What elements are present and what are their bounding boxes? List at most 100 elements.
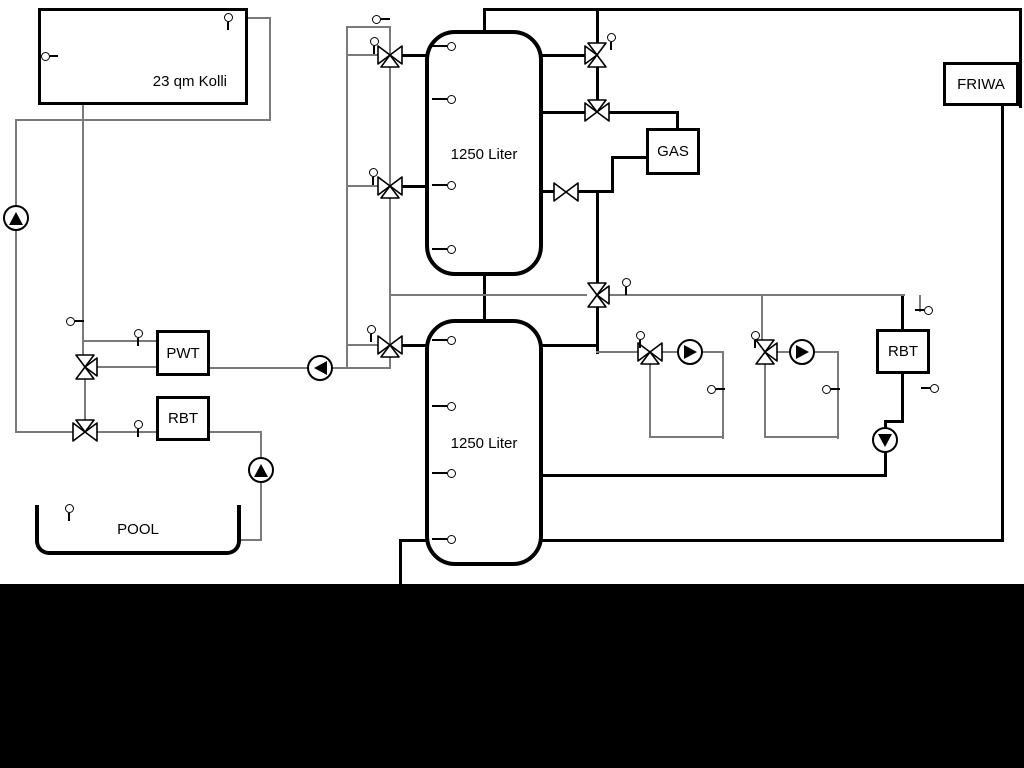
wire (84, 378, 86, 421)
buffer-tank-lower: 1250 Liter (425, 319, 543, 566)
wire (649, 436, 724, 438)
pipe (1019, 8, 1022, 108)
wire (764, 364, 766, 438)
sensor-stem (137, 429, 139, 437)
wire (260, 431, 262, 458)
wire (722, 351, 724, 439)
pwt-box: PWT (156, 330, 210, 376)
valve-heating-supply (584, 282, 610, 308)
valve-icon (553, 182, 579, 202)
buffer-tank-upper-label: 1250 Liter (450, 146, 518, 163)
pump-arrow-down-icon (878, 433, 892, 447)
friwa-label: FRIWA (957, 75, 1005, 93)
pipe (611, 156, 649, 159)
pipe (483, 274, 486, 321)
pool-pump (248, 457, 274, 483)
valve-icon (755, 339, 778, 365)
valve-icon (587, 282, 610, 308)
pipe (399, 539, 426, 542)
pipe (578, 190, 614, 193)
pipe (884, 420, 904, 423)
wire (919, 295, 921, 312)
temperature-sensor-icon (447, 402, 456, 411)
wire (596, 351, 639, 353)
pipe (1001, 105, 1004, 541)
sensor-stem (432, 45, 447, 47)
pipe (542, 111, 586, 114)
sensor-stem (432, 405, 447, 407)
pump-arrow-up-icon (254, 463, 268, 477)
pool-basin: POOL (35, 505, 241, 555)
pool-label: POOL (117, 521, 159, 538)
wire (662, 351, 678, 353)
wire (815, 351, 839, 353)
pipe (611, 156, 614, 193)
sensor-stem (50, 55, 58, 57)
valve-icon (377, 176, 403, 199)
valve-solar-return (72, 354, 98, 380)
temperature-sensor-icon (622, 278, 631, 287)
heating-circuit-1-pump (677, 339, 703, 365)
rbt-left-box: RBT (156, 396, 210, 441)
valve-icon (584, 99, 610, 122)
wire (260, 482, 262, 541)
pipe (542, 344, 599, 347)
wire (208, 431, 262, 433)
pipe (596, 67, 599, 101)
buffer-tank-upper: 1250 Liter (425, 30, 543, 276)
wire (96, 431, 158, 433)
wire (837, 351, 839, 439)
valve-icon (377, 335, 403, 358)
sensor-stem (639, 340, 641, 348)
temperature-sensor-icon (707, 385, 716, 394)
sensor-stem (137, 338, 139, 346)
wire (389, 294, 587, 296)
valve-icon (72, 419, 98, 442)
temperature-sensor-icon (369, 168, 378, 177)
sensor-stem (432, 98, 447, 100)
pipe (399, 539, 402, 585)
pwt-label: PWT (166, 344, 200, 362)
pipe (676, 111, 679, 130)
sensor-stem (831, 388, 840, 390)
pipe (542, 539, 1004, 542)
wire (346, 26, 391, 28)
temperature-sensor-icon (751, 331, 760, 340)
wire (239, 539, 262, 541)
pipe (884, 452, 887, 477)
sensor-stem (921, 387, 930, 389)
sensor-stem (610, 42, 612, 50)
valve-gas-return (553, 179, 579, 205)
sensor-stem (432, 472, 447, 474)
temperature-sensor-icon (65, 504, 74, 513)
temperature-sensor-icon (822, 385, 831, 394)
heating-circuit-2-pump (789, 339, 815, 365)
rbt-right-label: RBT (888, 343, 918, 360)
pipe (901, 294, 904, 332)
temperature-sensor-icon (447, 181, 456, 190)
temperature-sensor-icon (372, 15, 381, 24)
wire (82, 340, 158, 342)
pump-arrow-right-icon (795, 345, 809, 359)
rbt-pump (872, 427, 898, 453)
pump-arrow-right-icon (683, 345, 697, 359)
rbt-left-label: RBT (168, 410, 198, 427)
pipe (400, 344, 427, 347)
pipe (542, 190, 556, 193)
black-mask-bottom (0, 584, 1024, 768)
wire (16, 431, 74, 433)
temperature-sensor-icon (41, 52, 50, 61)
temperature-sensor-icon (66, 317, 75, 326)
wire (761, 294, 763, 341)
pipe (483, 10, 486, 32)
wire (346, 26, 348, 369)
wire (15, 119, 17, 433)
wire (649, 364, 651, 438)
pipe (609, 111, 679, 114)
sensor-stem (381, 18, 390, 20)
wire (609, 294, 905, 296)
valve-icon (637, 342, 663, 365)
temperature-sensor-icon (370, 37, 379, 46)
temperature-sensor-icon (447, 42, 456, 51)
